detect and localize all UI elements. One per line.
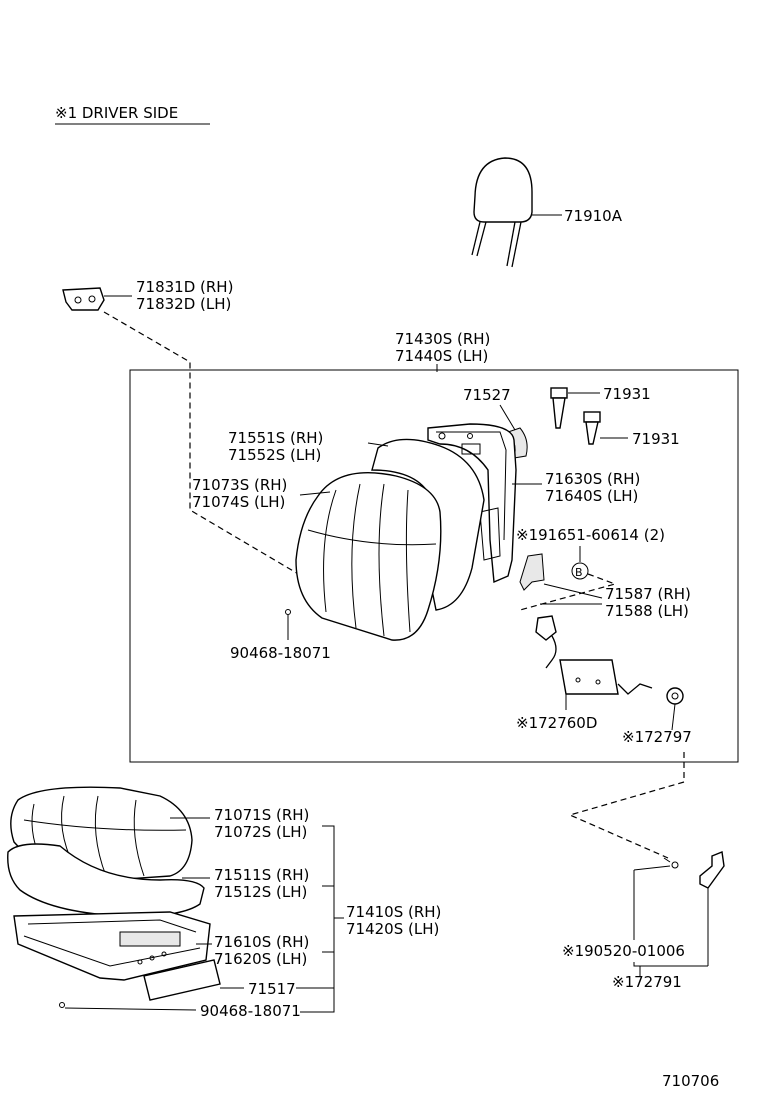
label-cushion-cover-rh: 71071S (RH) bbox=[214, 806, 309, 824]
part-71517 bbox=[143, 959, 244, 1001]
label-cushion-frame-lh: 71620S (LH) bbox=[214, 950, 307, 968]
seat-cushion-pad bbox=[7, 843, 210, 917]
label-cushion-assy-rh: 71410S (RH) bbox=[346, 903, 441, 921]
headrest-guide-lower bbox=[583, 411, 628, 445]
label-cushion-cover-lh: 71072S (LH) bbox=[214, 823, 307, 841]
label-cushion-frame-rh: 71610S (RH) bbox=[214, 933, 309, 951]
label-clip-back: 90468-18071 bbox=[230, 644, 331, 662]
label-screw: ※190520-01006 bbox=[562, 942, 685, 960]
label-bracket-lh: 71832D (LH) bbox=[136, 295, 231, 313]
label-cushion-assy-lh: 71420S (LH) bbox=[346, 920, 439, 938]
bolt-marker bbox=[571, 562, 589, 580]
lumbar-knob bbox=[666, 687, 684, 731]
seat-back-assembly-box bbox=[129, 369, 739, 763]
label-frame-rh: 71630S (RH) bbox=[545, 470, 640, 488]
label-lumbar: ※172760D bbox=[516, 714, 597, 732]
label-pad-rh: 71551S (RH) bbox=[228, 429, 323, 447]
seat-back-frame bbox=[427, 423, 542, 584]
part-plate-71587 bbox=[519, 553, 545, 591]
knob-leader-dashed bbox=[568, 752, 685, 859]
label-bracket-rh: 71831D (RH) bbox=[136, 278, 233, 296]
lever-bracket bbox=[633, 962, 708, 967]
label-frame-lh: 71640S (LH) bbox=[545, 487, 638, 505]
label-back-assy-rh: 71430S (RH) bbox=[395, 330, 490, 348]
seat-cushion-frame bbox=[13, 911, 212, 981]
label-lever: ※172791 bbox=[612, 973, 682, 991]
label-71517: 71517 bbox=[248, 980, 296, 998]
label-knob: ※172797 bbox=[622, 728, 692, 746]
label-cover-rh: 71073S (RH) bbox=[192, 476, 287, 494]
label-plate-lh: 71588 (LH) bbox=[605, 602, 689, 620]
label-guide-upper: 71931 bbox=[603, 385, 651, 403]
label-plate-rh: 71587 (RH) bbox=[605, 585, 691, 603]
label-bolt: ※191651-60614 (2) bbox=[516, 526, 665, 544]
recliner-lever bbox=[699, 851, 725, 966]
cushion-assy-bracket bbox=[300, 825, 335, 1013]
label-guide-lower: 71931 bbox=[632, 430, 680, 448]
label-clip-cushion: 90468-18071 bbox=[200, 1002, 301, 1020]
side-bracket bbox=[62, 287, 132, 311]
label-cover-lh: 71074S (LH) bbox=[192, 493, 285, 511]
label-headrest: 71910A bbox=[564, 207, 623, 225]
label-pad-lh: 71552S (LH) bbox=[228, 446, 321, 464]
headrest-guide-upper bbox=[550, 387, 600, 429]
diagram-number: 710706 bbox=[662, 1072, 719, 1090]
label-back-assy-lh: 71440S (LH) bbox=[395, 347, 488, 365]
lumbar-support bbox=[535, 615, 653, 710]
bracket-leader-dashed bbox=[103, 311, 301, 576]
label-cushion-pad-lh: 71512S (LH) bbox=[214, 883, 307, 901]
bolt-marker-letter: B bbox=[575, 566, 583, 579]
label-cushion-pad-rh: 71511S (RH) bbox=[214, 866, 309, 884]
headrest bbox=[471, 157, 562, 268]
label-71527: 71527 bbox=[463, 386, 511, 404]
seat-back-cover bbox=[295, 472, 442, 641]
diagram-title: ※1 DRIVER SIDE bbox=[55, 104, 178, 122]
lever-screw bbox=[633, 857, 679, 940]
